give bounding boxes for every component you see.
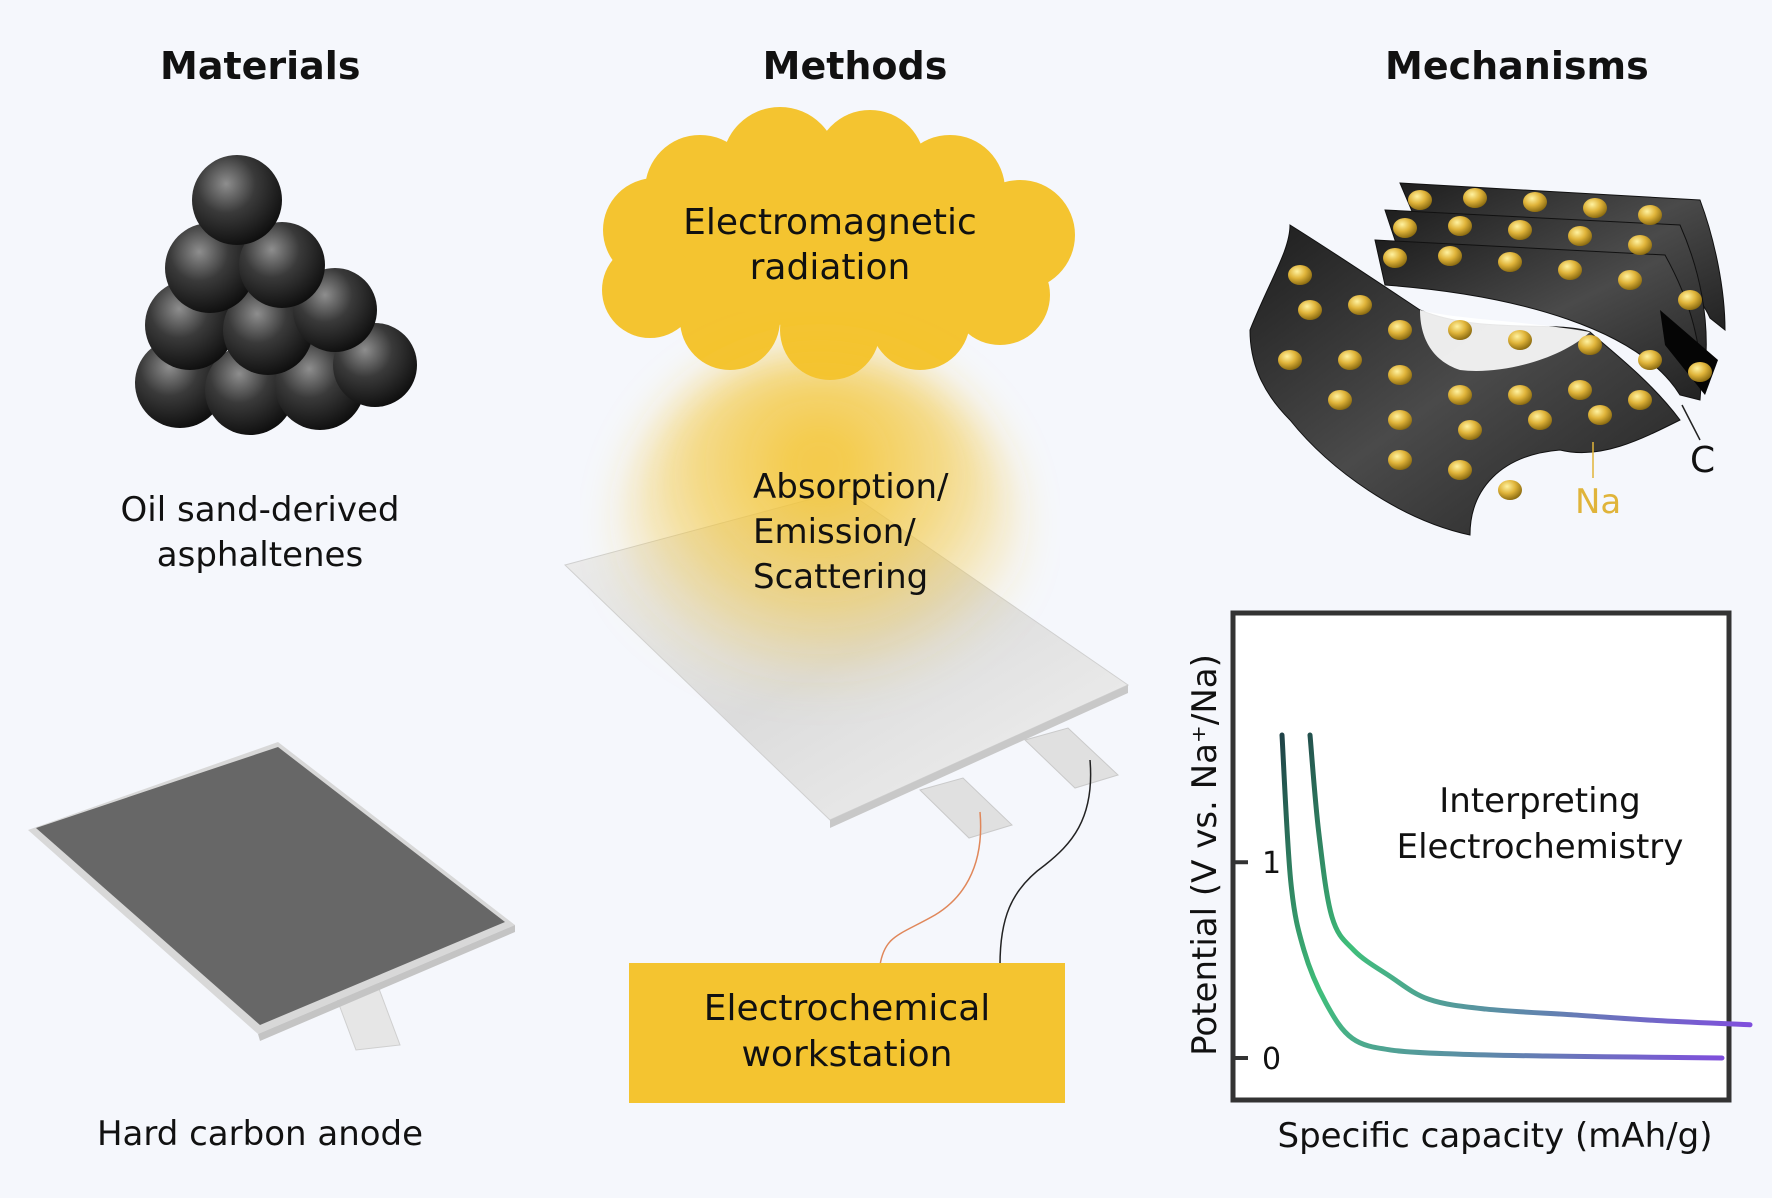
sodium-atom-icon (1688, 362, 1712, 382)
sodium-atom-icon (1448, 216, 1472, 236)
sodium-atom-icon (1383, 248, 1407, 268)
sodium-atom-icon (1528, 410, 1552, 430)
orange-wire (879, 811, 982, 966)
voltage-profile-chart: 01 Interpreting Electrochemistry Specifi… (1185, 610, 1753, 1156)
black-wire (999, 759, 1092, 966)
sodium-atom-icon (1508, 330, 1532, 350)
sodium-atom-icon (1583, 198, 1607, 218)
chart-x-axis-label: Specific capacity (mAh/g) (1278, 1116, 1713, 1156)
sodium-atom-icon (1523, 192, 1547, 212)
carbon-label: C (1690, 440, 1716, 481)
sodium-atom-icon (1438, 246, 1462, 266)
sodium-atom-icon (1288, 265, 1312, 285)
asphaltene-sphere-stack-icon (135, 155, 417, 435)
sodium-atom-icon (1498, 252, 1522, 272)
sodium-atom-icon (1638, 350, 1662, 370)
interaction-label-line1: Absorption/ (753, 467, 949, 507)
sodium-atom-icon (1448, 385, 1472, 405)
chart-annotation-line2: Electrochemistry (1397, 827, 1684, 867)
sodium-atom-icon (1448, 320, 1472, 340)
sodium-atom-icon (1498, 480, 1522, 500)
sodium-atom-icon (1588, 405, 1612, 425)
radiation-glow (620, 350, 1020, 730)
electrochemical-workstation-box (629, 963, 1065, 1103)
sodium-atom-icon (1448, 460, 1472, 480)
chart-series (1279, 732, 1753, 1061)
sodium-atom-icon (1298, 300, 1322, 320)
sodium-atom-icon (1328, 390, 1352, 410)
carbon-layers-with-sodium-icon (1249, 182, 1726, 536)
workstation-label-line1: Electrochemical (703, 988, 991, 1029)
carbon-pointer-line (1681, 404, 1701, 441)
y-tick-label: 0 (1262, 1042, 1281, 1077)
y-axis-ticks: 01 (1233, 846, 1281, 1077)
sodium-atom-icon (1508, 385, 1532, 405)
sodium-atom-icon (1618, 270, 1642, 290)
heading-mechanisms: Mechanisms (1385, 44, 1649, 88)
workstation-label-line2: workstation (741, 1034, 953, 1075)
sodium-atom-icon (1678, 290, 1702, 310)
sodium-atom-icon (1278, 350, 1302, 370)
chart-annotation-line1: Interpreting (1439, 781, 1640, 821)
sodium-atom-icon (1638, 205, 1662, 225)
y-tick-label: 1 (1262, 846, 1281, 881)
heading-methods: Methods (762, 44, 948, 88)
sodium-atom-icon (1568, 380, 1592, 400)
precursor-label-line1: Oil sand-derived (120, 490, 400, 530)
hard-carbon-anode-icon (28, 742, 515, 1051)
voltage-curve-1 (1279, 732, 1725, 1061)
sodium-atom-icon (1568, 226, 1592, 246)
chart-y-axis-label: Potential (V vs. Na⁺/Na) (1185, 654, 1225, 1056)
interaction-label-line3: Scattering (753, 557, 929, 597)
sodium-atom-icon (1388, 450, 1412, 470)
anode-label: Hard carbon anode (96, 1114, 424, 1154)
sodium-atom-icon (1508, 220, 1532, 240)
sodium-atom-icon (1408, 190, 1432, 210)
sodium-atom-icon (1628, 390, 1652, 410)
heading-materials: Materials (160, 44, 361, 88)
sodium-atom-icon (1388, 365, 1412, 385)
sodium-atom-icon (1388, 410, 1412, 430)
sodium-atom-icon (1628, 235, 1652, 255)
sodium-atom-icon (1393, 218, 1417, 238)
sodium-atom-icon (1458, 420, 1482, 440)
radiation-label-line2: radiation (749, 247, 911, 288)
precursor-label-line2: asphaltenes (156, 535, 364, 575)
voltage-curve-2 (1307, 732, 1753, 1028)
sodium-atom-icon (1578, 335, 1602, 355)
sodium-atom-icon (1348, 295, 1372, 315)
sodium-atom-icon (1558, 260, 1582, 280)
sodium-label: Na (1575, 482, 1622, 522)
sodium-atom-icon (1338, 350, 1362, 370)
interaction-label-line2: Emission/ (753, 512, 916, 552)
radiation-label-line1: Electromagnetic (683, 202, 977, 243)
sodium-atom-icon (1388, 320, 1412, 340)
sodium-atom-icon (1463, 188, 1487, 208)
